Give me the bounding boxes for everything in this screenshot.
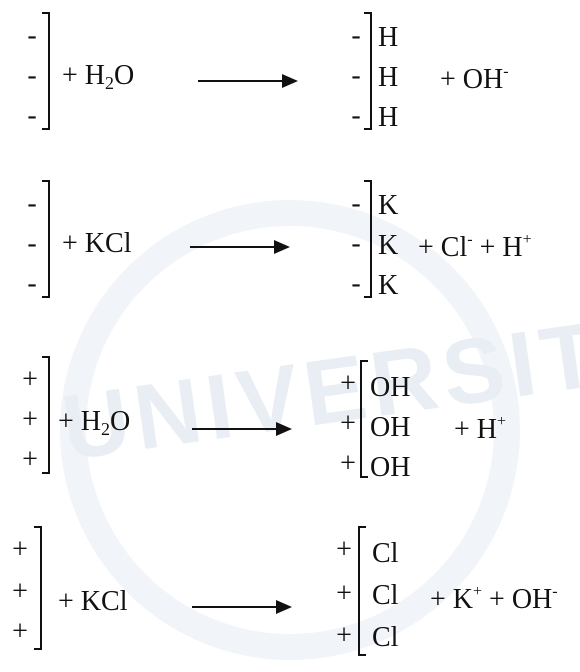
product-atom: OH — [370, 452, 411, 483]
reaction-2: - - - + KCl - - - K K K + Cl- + H+ — [0, 176, 580, 326]
reaction-arrow — [192, 422, 292, 436]
product-sign: + — [340, 408, 356, 439]
byproduct: + OH- — [440, 63, 509, 95]
product-sign: - — [351, 188, 361, 219]
product-atom: K — [378, 190, 399, 221]
reaction-arrow — [190, 240, 290, 254]
product-atom: H — [378, 22, 399, 53]
product-atom: K — [378, 270, 399, 301]
product-atom: OH — [370, 412, 411, 443]
surface-bracket — [42, 180, 50, 298]
product-bracket — [364, 12, 372, 130]
reactant-formula: + KCl — [58, 586, 128, 617]
product-sign: - — [351, 228, 361, 259]
product-sign: - — [351, 60, 361, 91]
surface-sign: - — [27, 188, 37, 219]
product-atom: H — [378, 62, 399, 93]
surface-sign: - — [27, 268, 37, 299]
surface-sign: - — [27, 100, 37, 131]
product-atom: Cl — [372, 580, 399, 611]
product-sign: - — [351, 20, 361, 51]
product-sign: - — [351, 100, 361, 131]
product-sign: + — [336, 578, 352, 609]
product-atom: OH — [370, 372, 411, 403]
reaction-arrow — [198, 74, 298, 88]
surface-sign: - — [27, 60, 37, 91]
reactant-formula: + H2O — [58, 406, 131, 439]
product-sign: + — [336, 534, 352, 565]
product-sign: + — [336, 620, 352, 651]
product-bracket — [364, 180, 372, 298]
product-sign: + — [340, 448, 356, 479]
reactant-formula: + H2O — [62, 60, 135, 93]
product-atom: Cl — [372, 622, 399, 653]
byproduct: + H+ — [454, 413, 507, 445]
product-atom: Cl — [372, 538, 399, 569]
reaction-3: + + + + H2O + + + OH OH OH + H+ — [0, 352, 580, 502]
product-bracket — [358, 526, 366, 656]
byproducts: + Cl- + H+ — [418, 231, 532, 263]
product-bracket — [360, 360, 368, 478]
byproducts: + K+ + OH- — [430, 583, 558, 615]
reaction-1: - - - + H2O - - - H H H + OH- — [0, 8, 580, 158]
reactant-formula: + KCl — [62, 228, 132, 259]
surface-sign: + — [12, 576, 28, 607]
product-atom: K — [378, 230, 399, 261]
surface-sign: + — [22, 444, 38, 475]
surface-bracket — [42, 356, 50, 474]
surface-bracket — [34, 526, 42, 650]
product-sign: - — [351, 268, 361, 299]
surface-sign: - — [27, 228, 37, 259]
reaction-4: + + + + KCl + + + Cl Cl Cl + K+ + OH- — [0, 518, 580, 668]
surface-sign: + — [12, 534, 28, 565]
surface-sign: + — [12, 616, 28, 647]
surface-sign: - — [27, 20, 37, 51]
surface-sign: + — [22, 404, 38, 435]
surface-sign: + — [22, 364, 38, 395]
surface-bracket — [42, 12, 50, 130]
product-sign: + — [340, 368, 356, 399]
reaction-arrow — [192, 600, 292, 614]
product-atom: H — [378, 102, 399, 133]
